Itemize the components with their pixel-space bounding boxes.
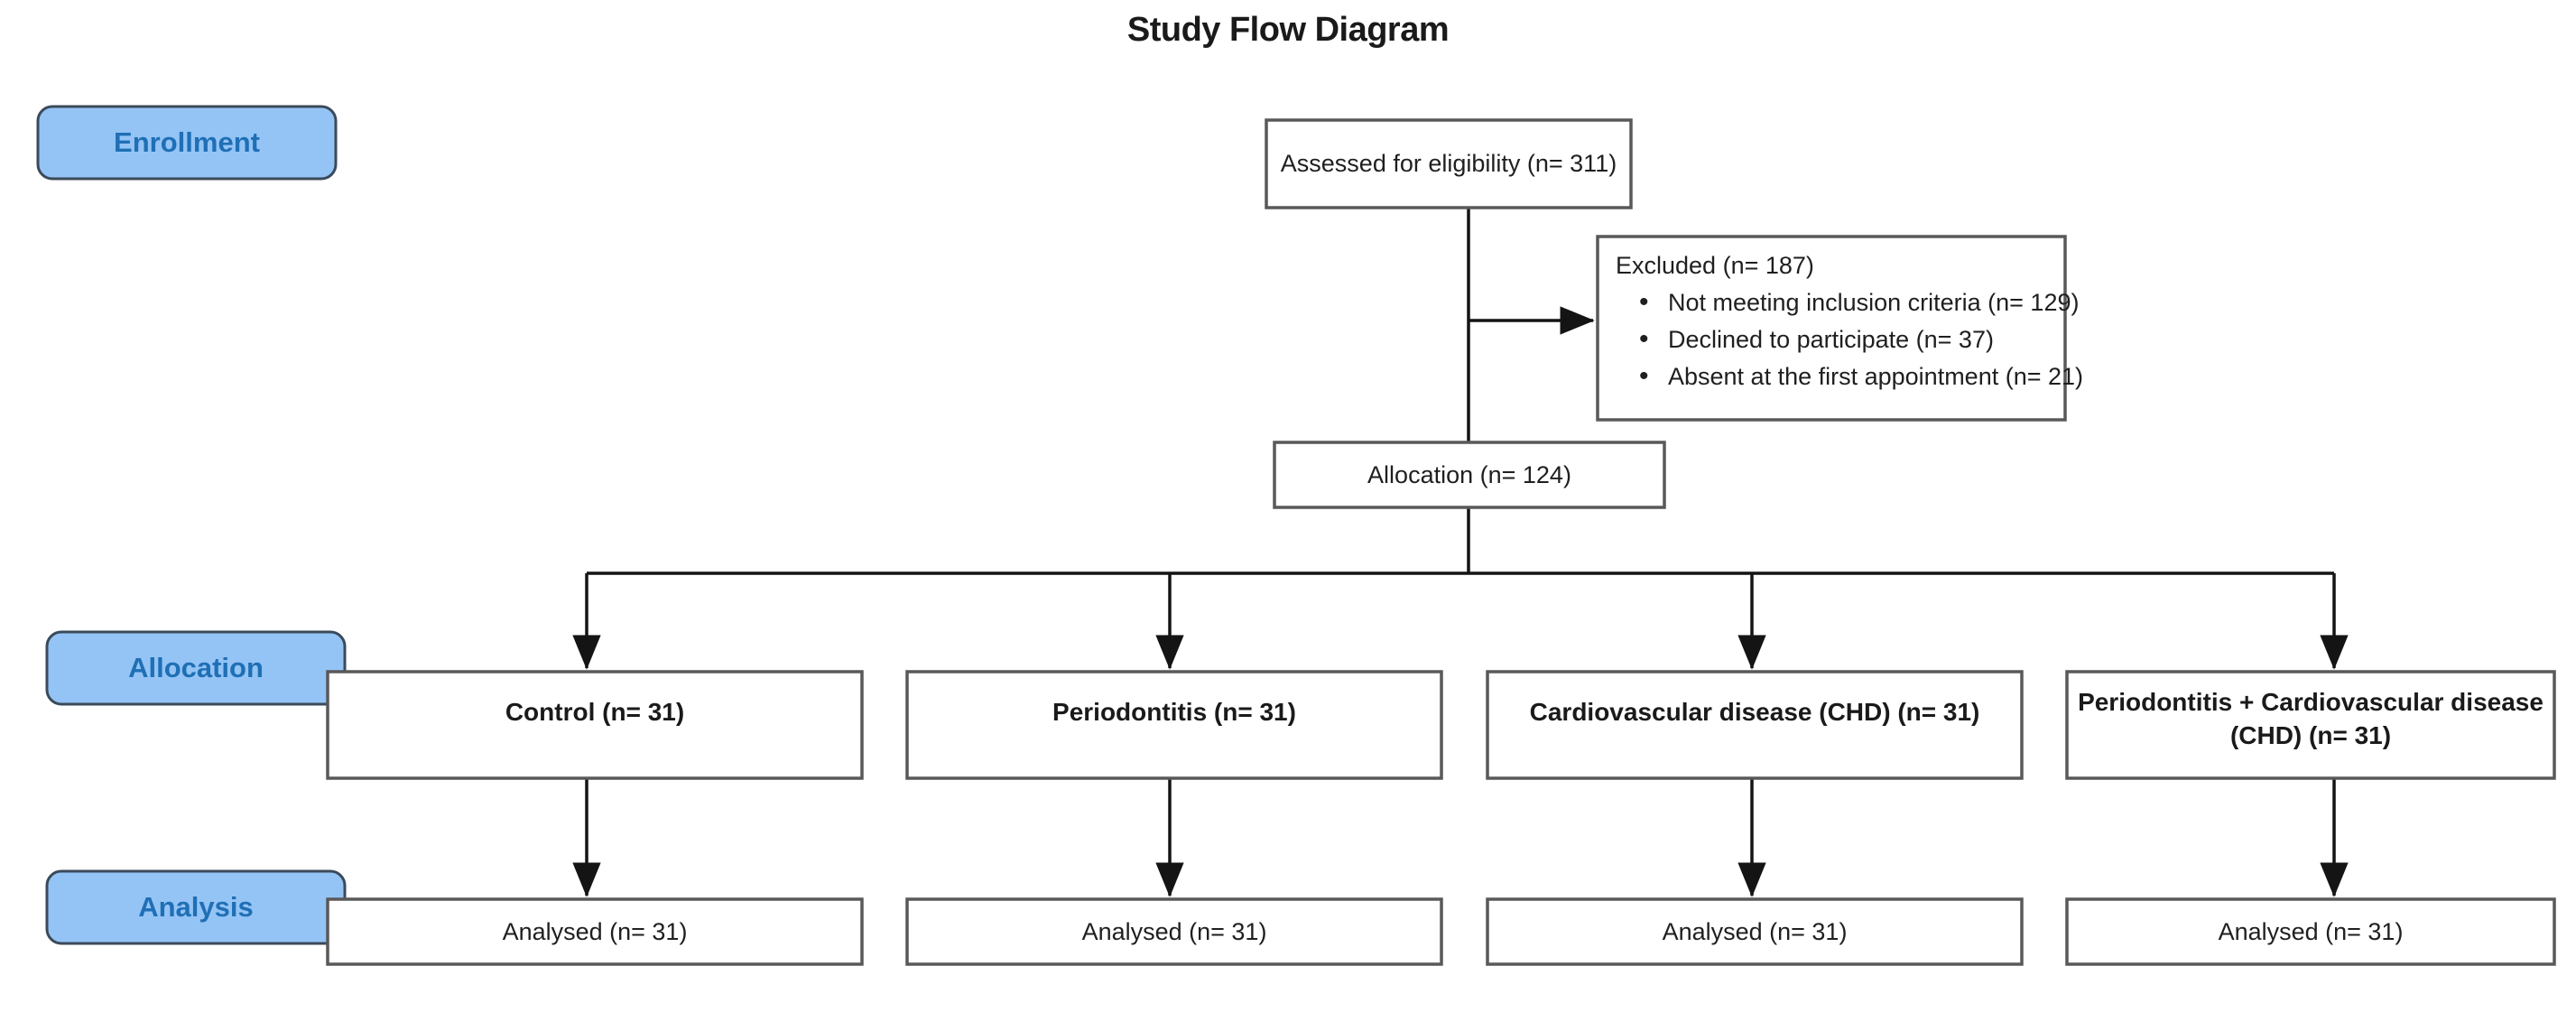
box-analysed-chd-label: Analysed (n= 31)	[1663, 918, 1848, 945]
box-assessed-for-eligibility: Assessed for eligibility (n= 311)	[1265, 118, 1633, 209]
box-excluded: Excluded (n= 187) • Not meeting inclusio…	[1596, 235, 2083, 422]
box-analysed-control-label: Analysed (n= 31)	[503, 918, 688, 945]
box-group-periodontitis-chd: Periodontitis + Cardiovascular disease (…	[2065, 670, 2556, 780]
box-group-control-label: Control (n= 31)	[505, 698, 684, 726]
stage-badge-allocation: Allocation	[45, 630, 347, 706]
page-title: Study Flow Diagram	[1127, 11, 1449, 49]
box-group-chd: Cardiovascular disease (CHD) (n= 31)	[1486, 670, 2024, 780]
box-analysed-periodontitis-chd: Analysed (n= 31)	[2065, 897, 2556, 966]
stage-badge-enrollment-label: Enrollment	[114, 126, 260, 158]
bullet-icon-1: •	[1639, 287, 1649, 317]
stage-badge-allocation-label: Allocation	[128, 652, 264, 683]
box-analysed-chd: Analysed (n= 31)	[1486, 897, 2024, 966]
box-group-periodontitis-shape	[905, 670, 1443, 780]
bullet-icon-3: •	[1639, 361, 1649, 391]
box-analysed-periodontitis-label: Analysed (n= 31)	[1082, 918, 1267, 945]
box-group-periodontitis-chd-label-line2: (CHD) (n= 31)	[2230, 721, 2391, 749]
bullet-icon-2: •	[1639, 324, 1649, 354]
box-group-periodontitis-chd-label-line1: Periodontitis + Cardiovascular disease	[2078, 688, 2544, 716]
box-analysed-periodontitis-shape	[905, 897, 1443, 966]
box-assessed-label: Assessed for eligibility (n= 311)	[1281, 150, 1617, 177]
box-assessed-shape	[1265, 118, 1633, 209]
box-excluded-item-1: Not meeting inclusion criteria (n= 129)	[1668, 289, 2079, 316]
box-group-periodontitis-label: Periodontitis (n= 31)	[1052, 698, 1296, 726]
box-analysed-control: Analysed (n= 31)	[326, 897, 864, 966]
box-group-periodontitis-chd-shape	[2065, 670, 2556, 780]
box-group-periodontitis: Periodontitis (n= 31)	[905, 670, 1443, 780]
stage-badge-enrollment: Enrollment	[36, 105, 338, 181]
box-analysed-control-shape	[326, 897, 864, 966]
box-excluded-shape	[1596, 235, 2067, 422]
stage-badge-analysis: Analysis	[45, 869, 347, 945]
box-analysed-periodontitis: Analysed (n= 31)	[905, 897, 1443, 966]
stage-badge-allocation-shape	[45, 630, 347, 706]
box-excluded-item-3: Absent at the first appointment (n= 21)	[1668, 363, 2083, 390]
box-group-control: Control (n= 31)	[326, 670, 864, 780]
box-allocation-total: Allocation (n= 124)	[1273, 441, 1666, 509]
box-analysed-chd-shape	[1486, 897, 2024, 966]
box-group-chd-label: Cardiovascular disease (CHD) (n= 31)	[1530, 698, 1980, 726]
box-allocation-total-label: Allocation (n= 124)	[1367, 461, 1571, 488]
stage-badge-enrollment-shape	[36, 105, 338, 181]
box-excluded-heading: Excluded (n= 187)	[1616, 252, 1814, 279]
box-analysed-periodontitis-chd-label: Analysed (n= 31)	[2219, 918, 2404, 945]
box-group-control-shape	[326, 670, 864, 780]
box-allocation-total-shape	[1273, 441, 1666, 509]
box-excluded-item-2: Declined to participate (n= 37)	[1668, 326, 1994, 353]
stage-badge-analysis-label: Analysis	[138, 891, 254, 923]
box-group-chd-shape	[1486, 670, 2024, 780]
box-analysed-periodontitis-chd-shape	[2065, 897, 2556, 966]
